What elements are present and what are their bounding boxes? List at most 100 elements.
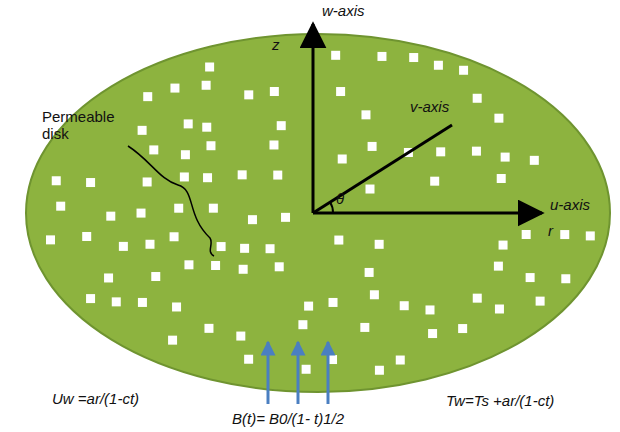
- pore: [143, 92, 152, 101]
- pore: [149, 145, 158, 154]
- pores: [46, 51, 595, 375]
- pore: [112, 297, 121, 306]
- pore: [119, 242, 128, 251]
- axis-label: v-axis: [410, 98, 449, 115]
- pore: [270, 87, 279, 96]
- velocity-formula: Uw =ar/(1-ct): [52, 390, 139, 407]
- pore: [530, 156, 539, 165]
- pore: [184, 119, 193, 128]
- pore: [522, 230, 531, 239]
- pore: [52, 176, 61, 185]
- pore: [368, 142, 377, 151]
- v-axis-line: [313, 125, 452, 213]
- axis-label: z: [272, 36, 280, 53]
- pore: [361, 110, 370, 119]
- pore: [82, 232, 91, 241]
- pore: [494, 262, 503, 271]
- angle-arc: [330, 202, 333, 213]
- pore: [211, 261, 220, 270]
- permeable-disk: [26, 34, 610, 392]
- pore: [360, 323, 369, 332]
- pore: [240, 244, 249, 253]
- pore: [184, 260, 193, 269]
- pore: [365, 185, 374, 194]
- pore: [428, 329, 437, 338]
- axis-label: u-axis: [550, 196, 590, 213]
- pore: [145, 240, 154, 249]
- pore: [138, 298, 147, 307]
- pore: [86, 178, 95, 187]
- pore: [273, 171, 282, 180]
- pore: [459, 66, 468, 75]
- pore: [304, 302, 313, 311]
- axis-label: w-axis: [322, 2, 365, 19]
- pore: [238, 170, 247, 179]
- pore: [375, 366, 384, 375]
- pore: [137, 209, 146, 218]
- pore: [174, 204, 183, 213]
- pore: [338, 154, 347, 163]
- pore: [206, 141, 215, 150]
- pore: [497, 174, 506, 183]
- pore: [56, 202, 65, 211]
- pore: [104, 273, 113, 282]
- pore: [181, 150, 190, 159]
- pore: [370, 290, 379, 299]
- pore: [472, 147, 481, 156]
- pore: [275, 262, 284, 271]
- pore: [266, 244, 275, 253]
- pore: [430, 177, 439, 186]
- field-formula: B(t)= B0/(1- t)1/2: [232, 410, 344, 427]
- temperature-formula: Tw=Ts +ar/(1-ct): [446, 392, 554, 409]
- pore: [46, 235, 55, 244]
- pore: [434, 61, 443, 70]
- pore: [473, 94, 482, 103]
- pore: [277, 121, 286, 130]
- pore: [400, 301, 409, 310]
- pore: [302, 365, 311, 374]
- pore: [281, 213, 290, 222]
- pore: [458, 324, 467, 333]
- pore: [248, 215, 257, 224]
- pore: [426, 305, 435, 314]
- pore: [409, 53, 418, 62]
- pore: [329, 298, 338, 307]
- angle-symbol: θ: [336, 190, 344, 207]
- pore: [334, 236, 343, 245]
- w-axis-arrow: [312, 24, 315, 213]
- pore: [151, 272, 160, 281]
- pore: [436, 147, 445, 156]
- pore: [202, 81, 211, 90]
- pore: [331, 51, 340, 60]
- pore: [168, 336, 177, 345]
- u-axis-arrow: [313, 212, 542, 215]
- pore: [536, 297, 545, 306]
- pore: [143, 177, 152, 186]
- pore: [396, 356, 405, 365]
- pore: [204, 324, 213, 333]
- pore: [560, 230, 569, 239]
- pore: [336, 87, 345, 96]
- leader-line: [128, 146, 214, 256]
- pore: [236, 332, 245, 341]
- pore: [526, 273, 535, 282]
- axes: [313, 24, 542, 213]
- pore: [217, 242, 226, 251]
- pore: [586, 231, 595, 240]
- pore: [499, 241, 508, 250]
- pore: [365, 268, 374, 277]
- pore: [239, 265, 248, 274]
- pore: [170, 84, 179, 93]
- axis-label: r: [548, 222, 553, 239]
- pore: [170, 232, 179, 241]
- pore: [473, 294, 482, 303]
- pore: [561, 274, 570, 283]
- pore: [501, 153, 510, 162]
- pore: [209, 204, 218, 213]
- magnetic-field-arrows: [268, 342, 328, 404]
- pore: [298, 320, 307, 329]
- pore: [495, 304, 504, 313]
- pore: [375, 240, 384, 249]
